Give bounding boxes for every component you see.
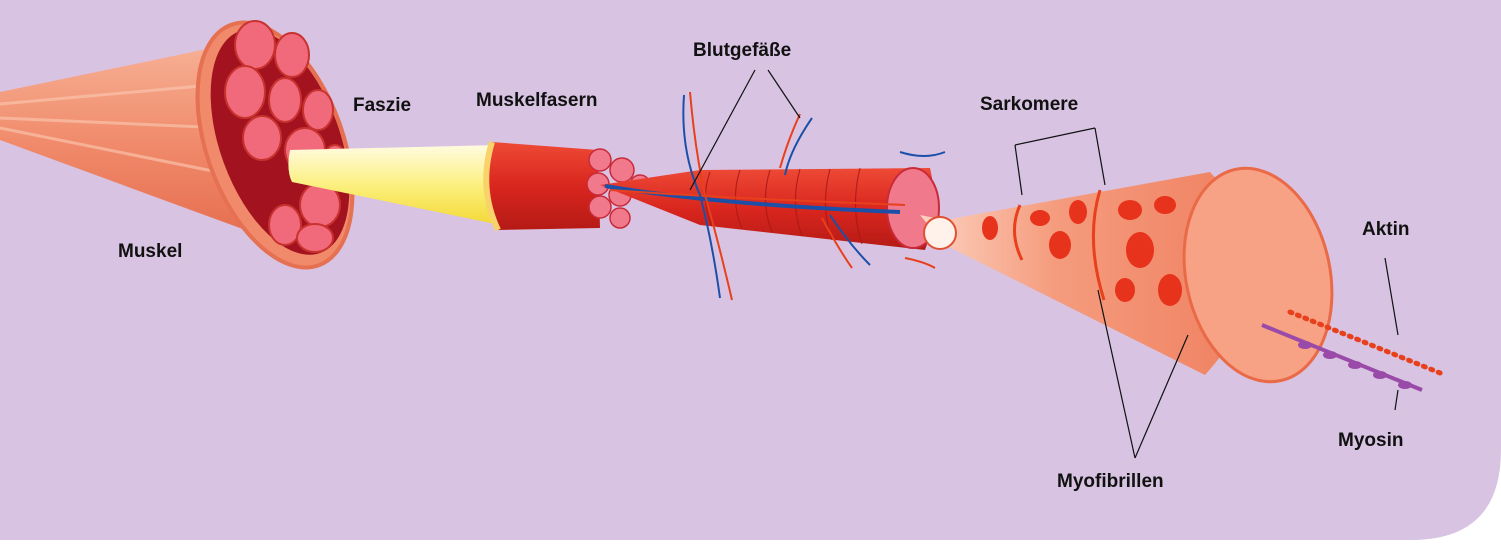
label-myofibrillen: Myofibrillen <box>1057 471 1164 493</box>
label-blutgefaesse: Blutgefäße <box>693 40 791 62</box>
label-muskelfasern: Muskelfasern <box>476 90 597 112</box>
label-muskel: Muskel <box>118 241 182 263</box>
label-faszie: Faszie <box>353 95 411 117</box>
label-sarkomere: Sarkomere <box>980 94 1078 116</box>
label-myosin: Myosin <box>1338 430 1403 452</box>
label-aktin: Aktin <box>1362 219 1410 241</box>
